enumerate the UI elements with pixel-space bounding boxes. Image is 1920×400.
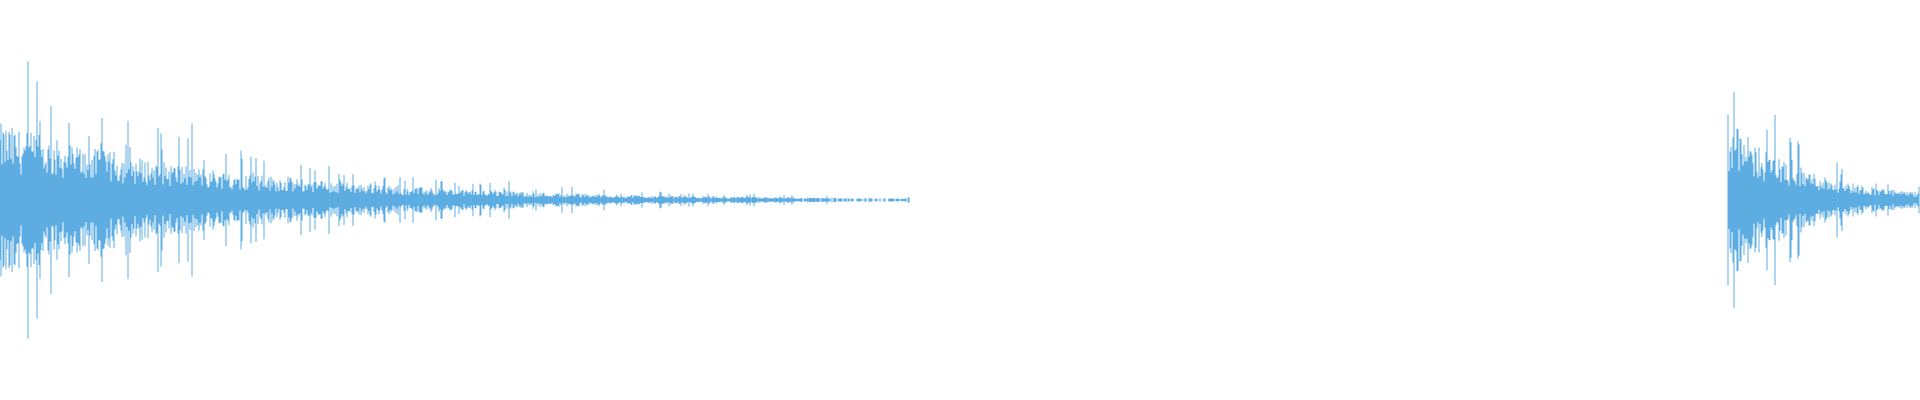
- waveform-sample: [878, 199, 879, 201]
- waveform-bars: [0, 61, 1920, 339]
- waveform-sample: [882, 199, 883, 201]
